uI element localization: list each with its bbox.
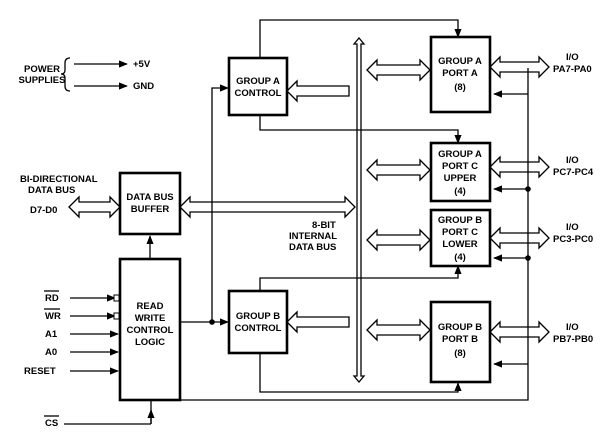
port-c-lower-label-1: GROUP B: [438, 215, 482, 226]
junction-dot: [525, 186, 531, 192]
io-pa-pins: PA7-PA0: [553, 64, 592, 75]
rw-logic-label-2: WRITE: [135, 313, 166, 324]
port-c-lower-label-4: (4): [454, 252, 466, 263]
data-bus-buffer-block: [118, 171, 182, 236]
wire-control-a-to-port-a: [259, 19, 462, 58]
wire-control-b-to-port-b: [259, 353, 462, 393]
plus5v-label: +5V: [133, 59, 151, 70]
wire-control-a-to-port-c-upper: [259, 115, 462, 144]
internal-bus-label-line3: DATA BUS: [289, 242, 336, 253]
junction-dot: [209, 319, 215, 325]
wr-pin: [113, 312, 120, 320]
io-pc-lower-label: I/O: [566, 222, 579, 233]
group-a-port-a-block: [429, 35, 492, 114]
io-arrow-pc-lower: [489, 226, 550, 250]
bus-port-a-arrow: [366, 58, 431, 82]
cs-label: CS: [45, 418, 58, 429]
bus-group-b-control-arrow: [286, 310, 350, 334]
port-c-lower-label-2: PORT C: [442, 227, 478, 238]
internal-bus-label-line2: INTERNAL: [289, 231, 337, 242]
io-pa-label: I/O: [566, 52, 579, 63]
data-bus-buffer-label-1: DATA BUS: [126, 192, 173, 203]
group-a-control-block: [227, 56, 289, 117]
port-a-label-2: PORT A: [442, 68, 478, 79]
a1-label: A1: [45, 329, 58, 340]
io-pc-upper-pins: PC7-PC4: [553, 167, 594, 178]
port-b-label-2: PORT B: [442, 334, 478, 345]
port-a-label-1: GROUP A: [438, 56, 482, 67]
port-a-label-3: (8): [454, 82, 466, 93]
read-write-control-logic-block: [118, 257, 182, 402]
group-a-control-label-2: CONTROL: [235, 88, 282, 99]
wire-control-b-to-port-c-lower: [259, 265, 462, 291]
a0-label: A0: [45, 347, 57, 358]
group-b-port-c-lower-block: [429, 208, 492, 268]
port-c-lower-label-3: LOWER: [442, 239, 477, 250]
internal-bus-label-line1: 8-BIT: [312, 220, 336, 231]
io-pc-lower-pins: PC3-PC0: [553, 234, 593, 245]
power-brace: [60, 57, 71, 92]
buffer-internal-bus-arrow: [179, 195, 356, 219]
io-pb-label: I/O: [566, 322, 579, 333]
power-label-line1: POWER: [24, 64, 60, 75]
gnd-label: GND: [133, 81, 154, 92]
data-bus-buffer-label-2: BUFFER: [131, 204, 170, 215]
io-pb-pins: PB7-PB0: [553, 334, 593, 345]
bus-group-a-control-arrow: [286, 79, 350, 103]
io-pc-upper-label: I/O: [566, 155, 579, 166]
port-c-upper-label-3: UPPER: [444, 173, 477, 184]
rw-logic-label-1: READ: [137, 301, 164, 312]
bus-port-c-lower-arrow: [366, 228, 431, 252]
group-a-port-c-upper-block: [429, 141, 492, 203]
bus-port-b-arrow: [366, 318, 431, 342]
io-arrow-pa: [489, 55, 550, 79]
port-c-upper-label-1: GROUP A: [438, 149, 482, 160]
data-bus-label-line1: BI-DIRECTIONAL: [20, 174, 98, 185]
rw-logic-label-3: CONTROL: [127, 325, 174, 336]
group-a-control-label-1: GROUP A: [236, 76, 280, 87]
external-bus-arrow: [68, 195, 121, 219]
port-b-label-1: GROUP B: [438, 322, 482, 333]
port-c-upper-label-4: (4): [454, 186, 466, 197]
rd-pin: [113, 294, 120, 302]
data-bus-label-line2: DATA BUS: [28, 185, 75, 196]
junction-dot: [525, 255, 531, 261]
group-b-control-label-2: CONTROL: [235, 323, 282, 334]
io-arrow-pb: [489, 320, 550, 344]
internal-data-bus: [352, 36, 366, 384]
data-bus-pins-label: D7-D0: [30, 205, 57, 216]
group-b-port-b-block: [429, 300, 492, 384]
io-arrow-pc-upper: [489, 155, 550, 179]
reset-label: RESET: [24, 366, 56, 377]
group-b-control-block: [227, 289, 289, 355]
wire-logic-to-control-a: [211, 84, 229, 322]
rw-logic-label-4: LOGIC: [135, 337, 165, 348]
port-b-label-3: (8): [454, 348, 466, 359]
wr-label: WR: [45, 311, 61, 322]
rd-label: RD: [45, 293, 59, 304]
port-c-upper-label-2: PORT C: [442, 161, 478, 172]
power-label-line2: SUPPLIES: [19, 75, 66, 86]
bus-port-c-upper-arrow: [366, 158, 431, 182]
group-b-control-label-1: GROUP B: [236, 311, 280, 322]
